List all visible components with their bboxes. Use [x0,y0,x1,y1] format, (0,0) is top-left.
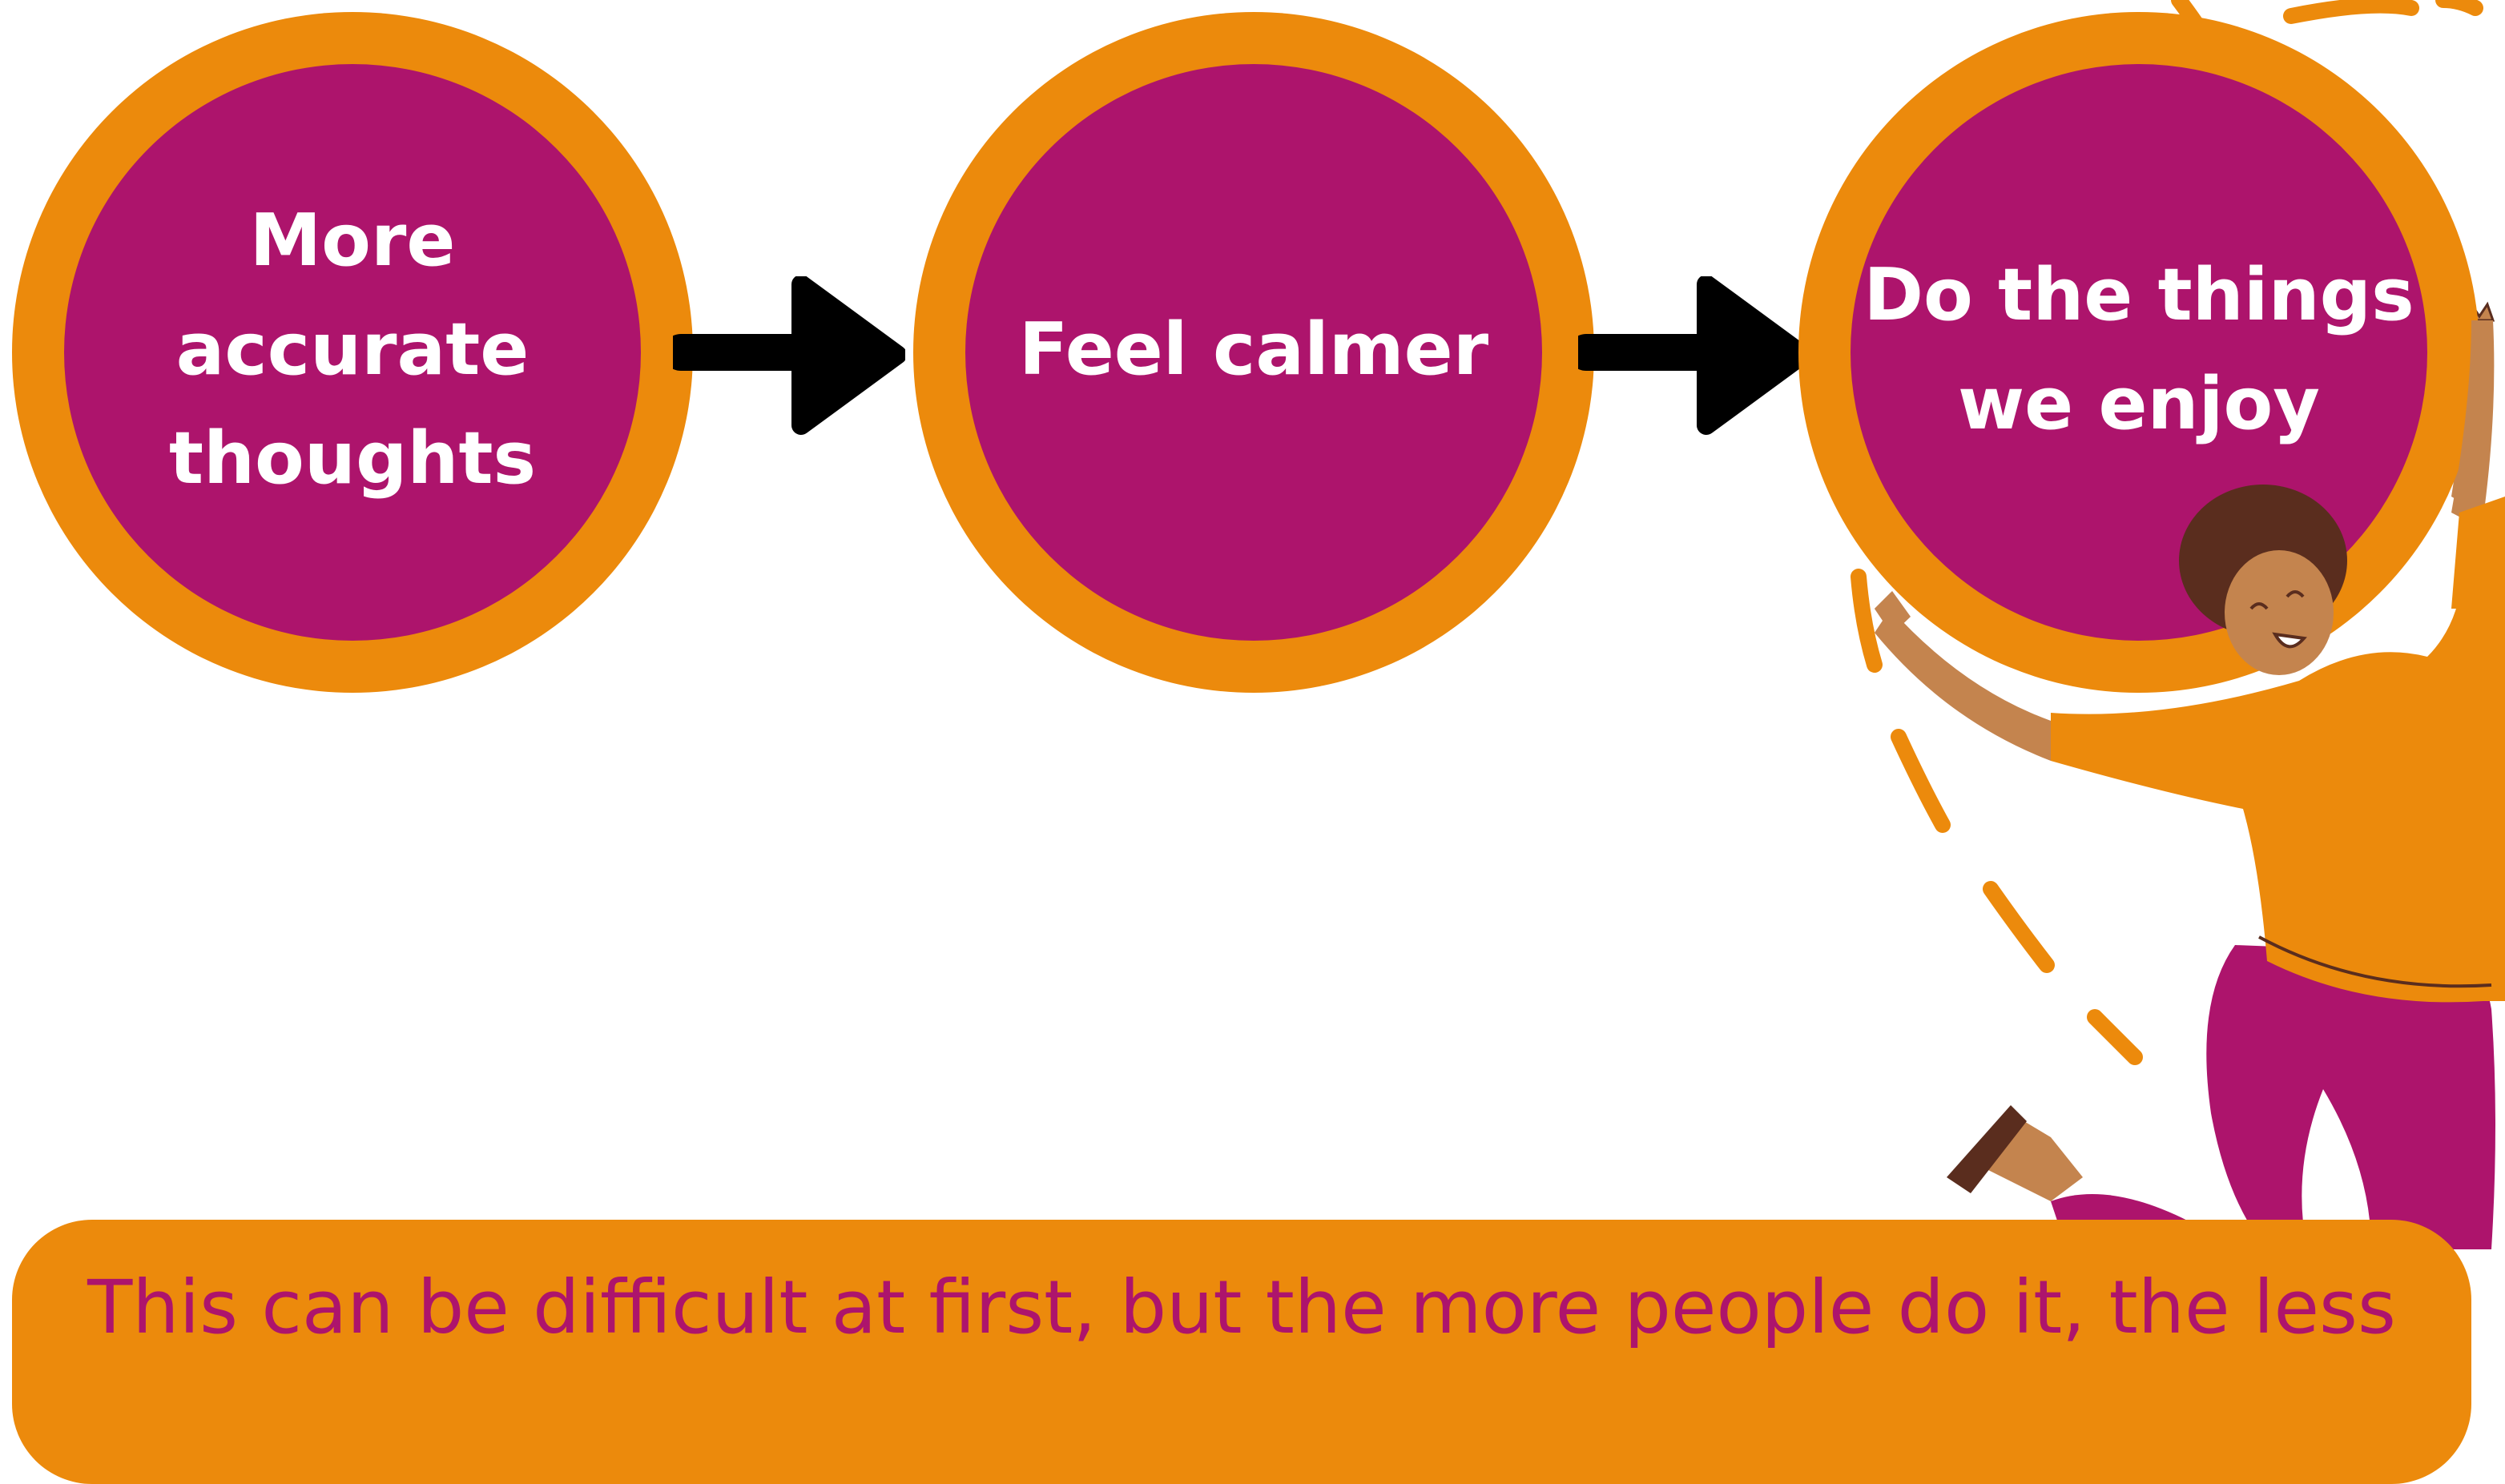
step-circle-2-inner: Feel calmer [965,64,1542,641]
step-1-label: More accurate thoughts [76,187,629,513]
step-3-label-line1: Do the things [1863,241,2415,350]
step-circle-1-inner: More accurate thoughts [64,64,641,641]
arrow-right-icon [1578,276,1810,436]
banner-text: This can be difficult at first, but the … [12,1265,2471,1350]
step-1-label-line1: More accurate [76,187,629,404]
message-banner: This can be difficult at first, but the … [12,1220,2471,1484]
step-3-label: Do the things we enjoy [1863,241,2415,459]
step-circle-2: Feel calmer [913,12,1594,693]
step-3-label-line2: we enjoy [1863,350,2415,459]
step-1-label-line2: thoughts [76,404,629,513]
step-circle-3: Do the things we enjoy [1798,12,2479,693]
step-2-label-line1: Feel calmer [977,296,1530,404]
step-circle-1: More accurate thoughts [12,12,693,693]
arrow-right-icon [673,276,905,436]
step-2-label: Feel calmer [977,296,1530,404]
step-circle-3-inner: Do the things we enjoy [1851,64,2427,641]
